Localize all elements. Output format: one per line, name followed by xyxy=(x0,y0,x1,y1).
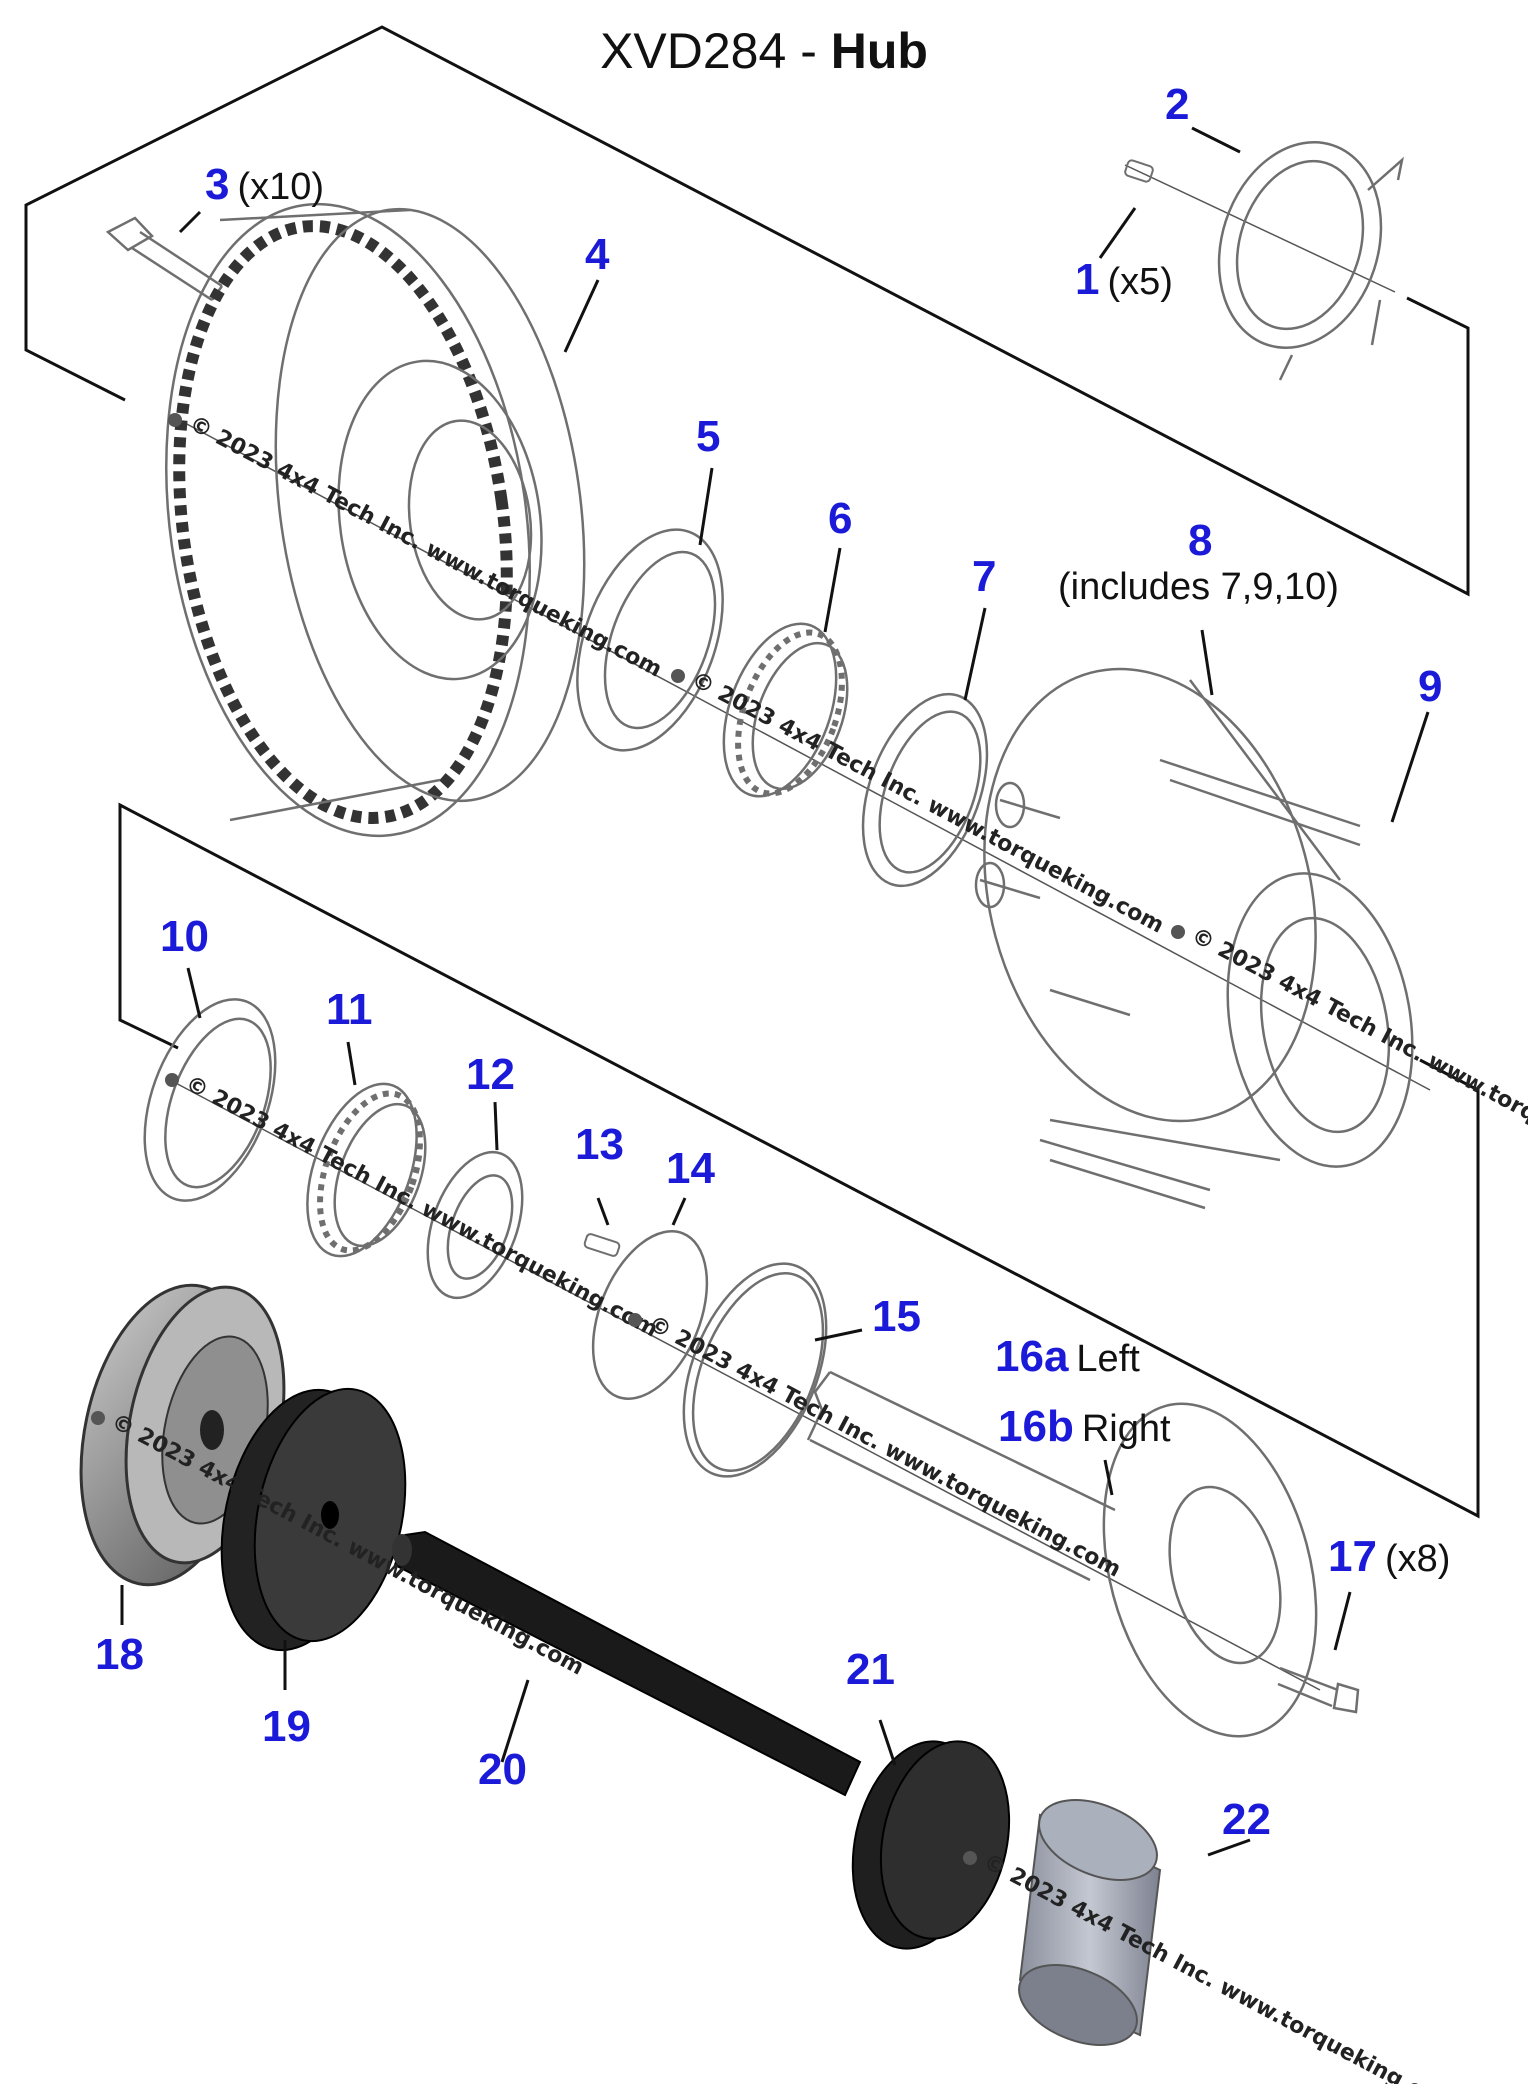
label-part-10: 10 xyxy=(160,912,209,961)
label-part-19: 19 xyxy=(262,1702,311,1751)
race-part-10 xyxy=(143,998,277,1202)
outer-bearing xyxy=(306,1082,427,1258)
label-part-12: 12 xyxy=(466,1050,515,1099)
label-part-21: 21 xyxy=(846,1645,895,1694)
label-part-11: 11 xyxy=(326,985,373,1034)
leader-lines xyxy=(120,126,1430,1857)
watermark-text-1: © 2023 4x4 Tech Inc. www.torqueking.com xyxy=(185,411,666,682)
title-separator: - xyxy=(786,23,831,79)
flange-bolt xyxy=(1277,1666,1360,1714)
label-part-7: 7 xyxy=(972,552,997,601)
label-part-15: 15 xyxy=(872,1292,921,1341)
title-code: XVD284 xyxy=(600,23,787,79)
tone-ring xyxy=(1217,141,1404,381)
hub-assembly xyxy=(974,667,1414,1210)
label-part-9: 9 xyxy=(1418,662,1443,711)
label-part-3: 3(x10) xyxy=(205,160,325,209)
watermarks: © 2023 4x4 Tech Inc. www.torqueking.com … xyxy=(91,411,1528,2084)
tone-ring-screws xyxy=(1124,159,1154,183)
label-part-20: 20 xyxy=(478,1745,527,1794)
tool-cup xyxy=(1018,1799,1162,2046)
label-part-13: 13 xyxy=(575,1120,624,1169)
bracket-lines xyxy=(24,25,1480,1519)
spindle-nut xyxy=(426,1150,524,1300)
title-name: Hub xyxy=(830,23,928,79)
outer-race xyxy=(861,692,989,888)
label-part-2: 2 xyxy=(1165,80,1190,129)
brake-rotor xyxy=(165,202,586,838)
seal xyxy=(576,528,724,752)
axis-lines xyxy=(169,164,1431,1691)
tool-adapter xyxy=(220,1387,407,1652)
label-part-8-note: (includes 7,9,10) xyxy=(1058,566,1339,608)
tool-shaft xyxy=(392,1530,862,1797)
label-part-14: 14 xyxy=(666,1144,715,1193)
label-part-18: 18 xyxy=(95,1630,144,1679)
rings xyxy=(591,1230,828,1478)
label-part-22: 22 xyxy=(1222,1795,1271,1844)
label-part-8: 8 xyxy=(1188,516,1213,565)
axle-shaft xyxy=(806,1370,1318,1738)
tool-adapter-small xyxy=(851,1740,1011,1950)
label-part-17: 17(x8) xyxy=(1328,1532,1451,1581)
label-part-5: 5 xyxy=(696,412,721,461)
label-part-6: 6 xyxy=(828,494,853,543)
key xyxy=(583,1233,621,1257)
label-part-1: 1(x5) xyxy=(1075,255,1173,304)
watermark-text-2: © 2023 4x4 Tech Inc. www.torqueking.com xyxy=(687,667,1168,938)
diagram-title: XVD284 - Hub xyxy=(0,22,1528,80)
label-part-4: 4 xyxy=(585,230,610,279)
inner-bearing xyxy=(722,622,849,798)
